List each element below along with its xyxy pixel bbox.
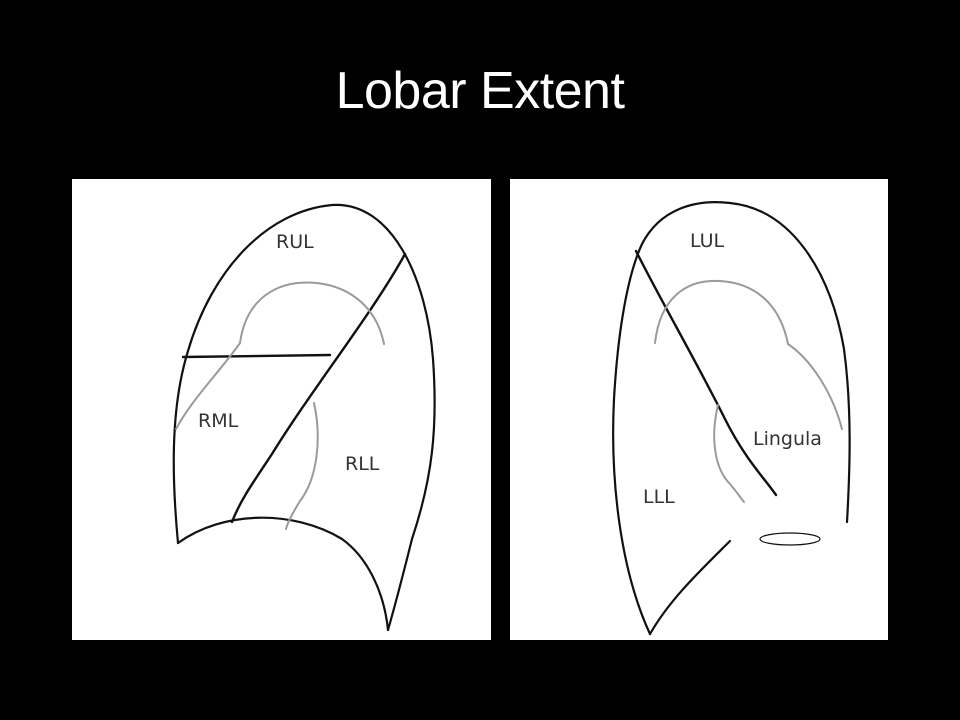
label-lingula: Lingula	[753, 428, 822, 450]
right-hilar-vessel-left	[175, 342, 241, 430]
right-hilar-vessel-lower	[285, 402, 319, 530]
label-lul: LUL	[690, 230, 725, 252]
label-lll: LLL	[643, 486, 675, 508]
right-lung-diagram: RUL RML RLL	[72, 179, 491, 640]
label-rul: RUL	[276, 231, 314, 253]
left-lung-ellipse-marker	[759, 532, 821, 546]
left-hilar-vessel-lingula	[787, 343, 843, 430]
label-rll: RLL	[345, 453, 380, 475]
right-hilar-vessel-arc	[239, 281, 385, 345]
right-horizontal-fissure	[181, 353, 332, 359]
right-lung-outline	[172, 203, 436, 632]
left-lung-svg: LUL Lingula LLL	[612, 201, 851, 636]
left-hilar-vessel-arc	[654, 279, 789, 345]
left-lung-diaphragm	[648, 539, 732, 636]
left-oblique-fissure	[634, 249, 778, 497]
left-lung-diagram: LUL Lingula LLL	[510, 179, 888, 640]
slide-title: Lobar Extent	[335, 62, 625, 120]
left-lung-outline	[612, 201, 851, 636]
right-lung-svg: RUL RML RLL	[172, 203, 436, 632]
left-hilar-vessel-lower	[713, 404, 745, 503]
right-lung-diaphragm	[176, 516, 390, 632]
right-oblique-fissure	[230, 252, 407, 524]
label-rml: RML	[198, 410, 239, 432]
